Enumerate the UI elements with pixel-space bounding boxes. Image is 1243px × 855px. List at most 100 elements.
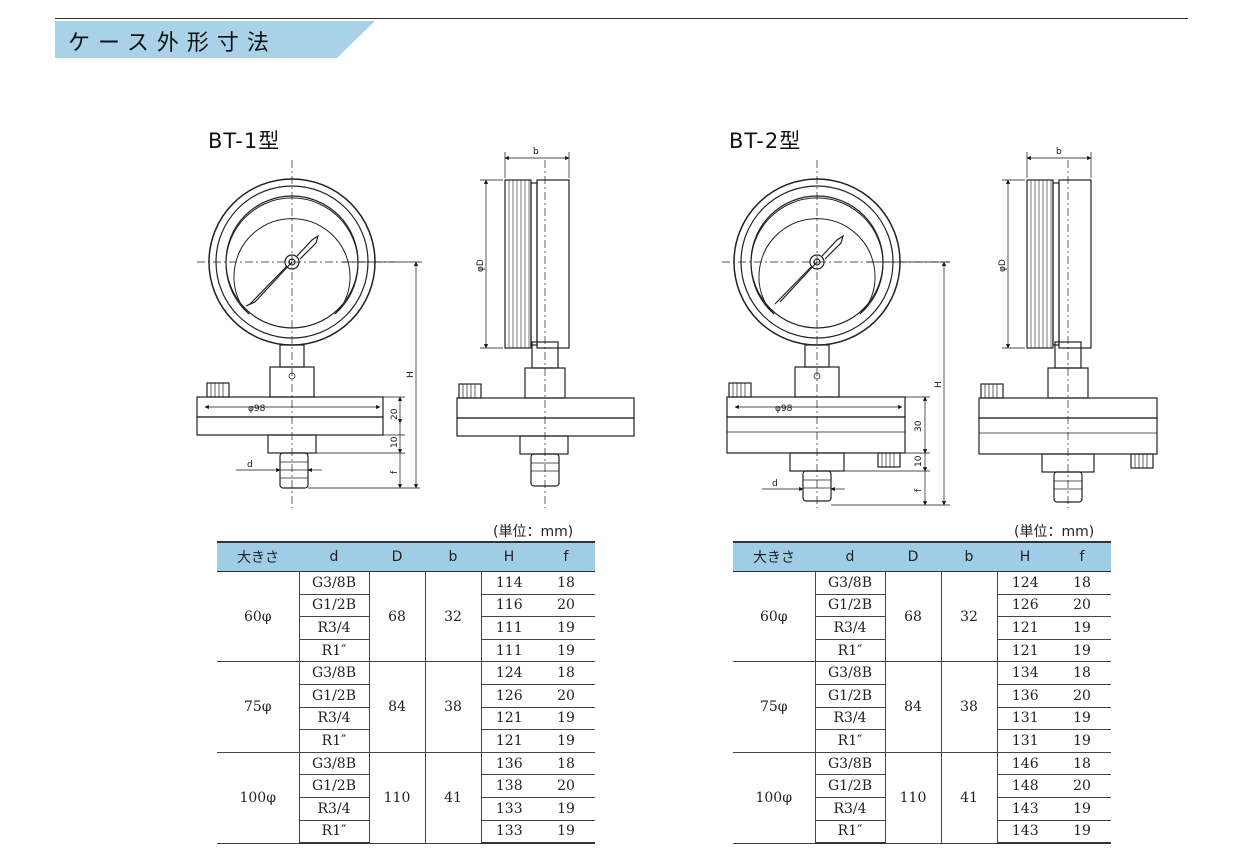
height-cell: 121 <box>480 729 537 753</box>
f-cell: 19 <box>537 729 595 753</box>
thread-cell: R1″ <box>298 639 369 663</box>
column-header: d <box>815 541 885 572</box>
column-header: d <box>299 541 369 572</box>
thread-cell: R1″ <box>298 820 369 845</box>
thread-cell: R3/4 <box>814 797 885 821</box>
column-header: D <box>369 541 425 572</box>
f-cell: 18 <box>1053 752 1111 776</box>
height-cell: 126 <box>996 594 1053 618</box>
bt2-dim-f: f <box>914 488 924 492</box>
height-cell: 133 <box>480 797 537 821</box>
size-cell: 100φ <box>733 752 815 844</box>
width-cell: 32 <box>424 571 481 663</box>
f-cell: 20 <box>537 774 595 798</box>
f-cell: 19 <box>1053 729 1111 753</box>
bt1-dim-b: b <box>533 147 539 157</box>
bt2-side-view <box>978 160 1158 508</box>
bt1-front-dimensions <box>204 261 422 489</box>
width-cell: 38 <box>424 661 481 753</box>
thread-cell: G3/8B <box>814 661 885 685</box>
size-cell: 75φ <box>733 661 815 753</box>
thread-cell: G1/2B <box>298 684 369 708</box>
height-cell: 131 <box>996 729 1053 753</box>
page-title: ケース外形寸法 <box>68 31 277 56</box>
size-cell: 100φ <box>217 752 299 844</box>
height-cell: 136 <box>480 752 537 776</box>
model-title-bt2: BT-2型 <box>729 129 802 153</box>
thread-cell: G3/8B <box>298 571 369 595</box>
f-cell: 20 <box>537 594 595 618</box>
title-band <box>55 21 375 58</box>
bt1-dim-d: d <box>247 460 253 470</box>
bt2-dim-b: b <box>1056 147 1062 157</box>
height-cell: 143 <box>996 820 1053 845</box>
diameter-cell: 68 <box>884 571 941 663</box>
f-cell: 18 <box>1053 661 1111 685</box>
diameter-cell: 110 <box>884 752 941 844</box>
f-cell: 18 <box>537 752 595 776</box>
bt2-dim-d: d <box>772 479 778 489</box>
thread-cell: G3/8B <box>298 661 369 685</box>
diameter-cell: 84 <box>884 661 941 753</box>
thread-cell: G1/2B <box>814 684 885 708</box>
thread-cell: G1/2B <box>298 774 369 798</box>
bt2-dim-10: 10 <box>914 455 924 467</box>
thread-cell: R1″ <box>814 729 885 753</box>
column-header: D <box>885 541 941 572</box>
bt1-dim-f: f <box>390 470 400 474</box>
height-cell: 136 <box>996 684 1053 708</box>
f-cell: 19 <box>537 820 595 845</box>
thread-cell: G3/8B <box>814 571 885 595</box>
width-cell: 32 <box>940 571 997 663</box>
f-cell: 19 <box>1053 707 1111 731</box>
thread-cell: R1″ <box>298 729 369 753</box>
diameter-cell: 110 <box>368 752 425 844</box>
height-cell: 134 <box>996 661 1053 685</box>
bt2-dim-H: H <box>934 381 944 388</box>
height-cell: 124 <box>480 661 537 685</box>
height-cell: 124 <box>996 571 1053 595</box>
height-cell: 148 <box>996 774 1053 798</box>
width-cell: 41 <box>940 752 997 844</box>
thread-cell: R1″ <box>814 639 885 663</box>
unit-label-bt1: (単位：mm) <box>493 524 574 540</box>
f-cell: 20 <box>1053 684 1111 708</box>
model-title-bt1: BT-1型 <box>208 129 281 153</box>
thread-cell: R3/4 <box>298 707 369 731</box>
size-cell: 75φ <box>217 661 299 753</box>
height-cell: 126 <box>480 684 537 708</box>
bt1-dim-10: 10 <box>390 436 400 448</box>
diameter-cell: 84 <box>368 661 425 753</box>
height-cell: 111 <box>480 616 537 640</box>
bt1-dim-phiD: φD <box>476 259 486 272</box>
diameter-cell: 68 <box>368 571 425 663</box>
column-header: b <box>941 541 997 572</box>
f-cell: 19 <box>1053 820 1111 845</box>
thread-cell: R3/4 <box>298 616 369 640</box>
f-cell: 19 <box>1053 797 1111 821</box>
bt2-dim-phiD: φD <box>998 259 1008 272</box>
column-header: H <box>997 541 1053 572</box>
column-header: f <box>537 541 595 572</box>
thread-cell: R3/4 <box>814 616 885 640</box>
height-cell: 143 <box>996 797 1053 821</box>
f-cell: 18 <box>537 661 595 685</box>
thread-cell: R3/4 <box>298 797 369 821</box>
height-cell: 114 <box>480 571 537 595</box>
unit-label-bt2: (単位：mm) <box>1014 524 1095 540</box>
bt1-side-dimensions <box>480 152 570 349</box>
